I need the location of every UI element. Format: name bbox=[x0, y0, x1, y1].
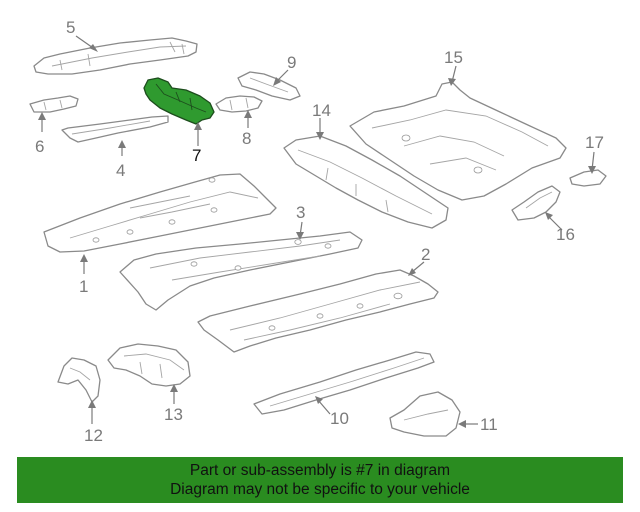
callout-1: 1 bbox=[79, 277, 88, 296]
callout-5: 5 bbox=[66, 18, 75, 37]
callout-6: 6 bbox=[35, 137, 44, 156]
callout-2: 2 bbox=[421, 245, 430, 264]
part-16[interactable] bbox=[511, 185, 561, 221]
part-15[interactable] bbox=[349, 81, 567, 201]
part-12[interactable] bbox=[57, 357, 101, 403]
leader-lines bbox=[38, 35, 596, 428]
callout-10: 10 bbox=[330, 409, 349, 428]
part-8[interactable] bbox=[215, 95, 263, 113]
callout-17: 17 bbox=[585, 133, 604, 152]
callout-7: 7 bbox=[192, 146, 201, 165]
part-10[interactable] bbox=[253, 351, 435, 415]
part-11[interactable] bbox=[389, 391, 461, 437]
part-6[interactable] bbox=[29, 95, 79, 113]
part-13[interactable] bbox=[107, 343, 191, 387]
callout-3: 3 bbox=[296, 203, 305, 222]
callout-11: 11 bbox=[480, 415, 498, 434]
callout-16: 16 bbox=[556, 225, 575, 244]
part-17[interactable] bbox=[569, 169, 607, 187]
callout-8: 8 bbox=[242, 129, 251, 148]
callout-14: 14 bbox=[312, 101, 331, 120]
part-5[interactable] bbox=[33, 37, 198, 75]
callout-9: 9 bbox=[287, 53, 296, 72]
banner-line-1: Part or sub-assembly is #7 in diagram bbox=[189, 462, 451, 479]
parts-diagram: 5 6 4 7 8 9 14 15 17 16 3 2 1 12 13 10 1… bbox=[29, 18, 607, 445]
callout-15: 15 bbox=[444, 48, 463, 67]
callout-4: 4 bbox=[116, 161, 125, 180]
part-4[interactable] bbox=[61, 115, 169, 143]
info-banner: Part or sub-assembly is #7 in diagram Di… bbox=[17, 457, 623, 503]
part-9[interactable] bbox=[237, 71, 301, 101]
part-3[interactable] bbox=[119, 231, 363, 311]
banner-line-2: Diagram may not be specific to your vehi… bbox=[170, 481, 470, 498]
part-14[interactable] bbox=[283, 135, 449, 229]
part-2[interactable] bbox=[197, 269, 439, 353]
part-1[interactable] bbox=[43, 173, 277, 253]
callout-13: 13 bbox=[164, 405, 183, 424]
part-7[interactable] bbox=[143, 77, 215, 125]
callout-12: 12 bbox=[84, 426, 103, 445]
